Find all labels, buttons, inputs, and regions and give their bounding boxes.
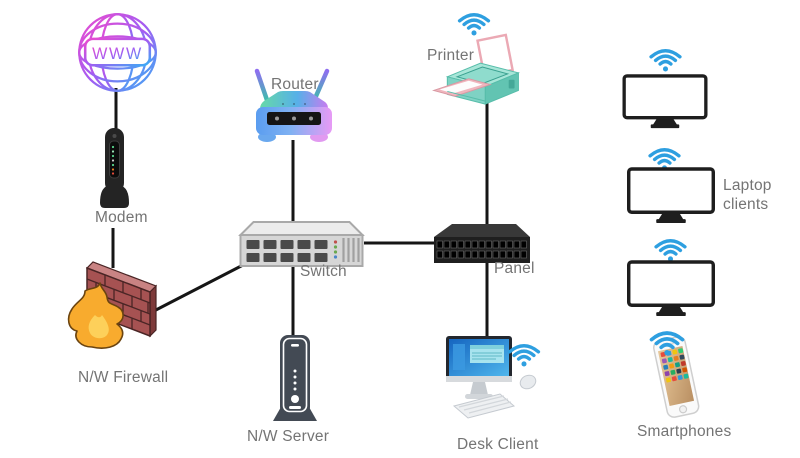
printer-icon [431,33,520,105]
firewall-label: N/W Firewall [78,369,169,386]
server-node [265,333,325,425]
globe-icon: WWW [78,13,157,92]
desk-client-label: Desk Client [457,436,539,453]
modem-node [94,127,135,211]
router-node [247,63,341,147]
desk-client-node [444,334,544,428]
www-node: WWW [74,10,161,95]
firewall-icon [67,261,158,349]
switch-label: Switch [300,263,347,280]
smartphones-label: Smartphones [637,423,732,440]
smartphone-icon [653,336,700,418]
smartphone-node [650,328,702,424]
wifi-icon [652,236,689,263]
panel-label: Panel [494,260,535,277]
laptop-clients-label: Laptop clients [723,177,772,213]
server-icon [273,335,317,421]
monitor-icon [621,74,709,131]
printer-node [430,31,527,107]
printer-label: Printer [427,47,475,64]
wifi-icon [506,341,542,368]
router-label: Router [271,76,319,93]
desktop-computer-icon [446,336,537,419]
patch-panel-icon [434,224,530,263]
monitor-icon [626,167,716,226]
router-icon [254,68,332,142]
switch-icon [238,221,365,267]
panel-node [432,221,532,266]
switch-node [236,218,367,270]
wire-firewall-switch [151,262,246,314]
www-text: WWW [92,45,143,63]
server-label: N/W Server [247,428,330,445]
monitor-icon [626,260,716,319]
firewall-node [55,257,163,351]
modem-label: Modem [95,209,148,226]
wifi-icon [647,46,684,73]
wifi-icon [647,328,687,357]
modem-icon [100,128,129,208]
